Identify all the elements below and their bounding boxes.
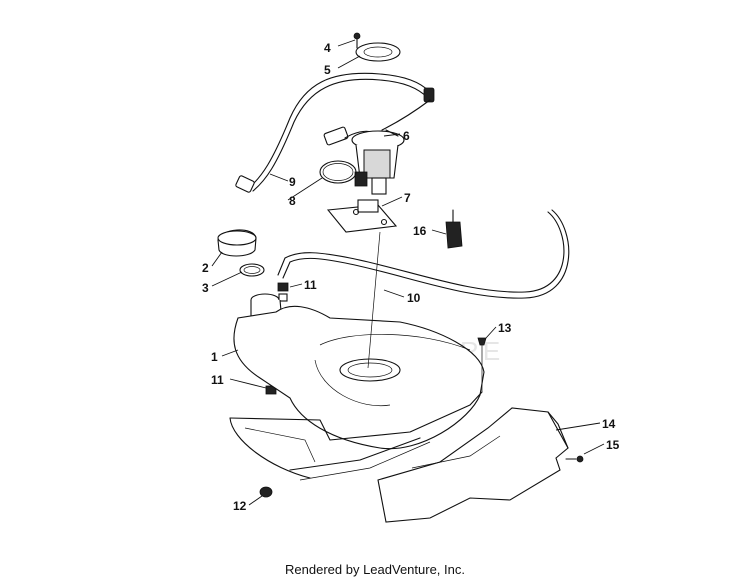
part-4-screw[interactable] — [353, 32, 361, 49]
part-11-clip-lower[interactable] — [265, 385, 277, 395]
assembly-guide-line — [367, 231, 381, 369]
callout-1: 1 — [211, 350, 218, 364]
callout-14: 14 — [602, 417, 616, 431]
callout-15: 15 — [606, 438, 620, 452]
part-2-filler-cap[interactable] — [217, 229, 257, 257]
callout-4: 4 — [324, 41, 331, 55]
callout-2: 2 — [202, 261, 209, 275]
part-13-bolt[interactable] — [477, 337, 487, 392]
part-10-hose[interactable] — [277, 209, 570, 299]
part-1-fuel-tank[interactable] — [229, 293, 485, 481]
part-6-fuel-pump[interactable] — [323, 99, 431, 195]
part-8-o-ring[interactable] — [319, 160, 357, 184]
part-5-gasket[interactable] — [355, 42, 401, 62]
part-3-cap-seal[interactable] — [239, 263, 265, 277]
callout-3: 3 — [202, 281, 209, 295]
callout-8: 8 — [289, 194, 296, 208]
footer-credit: Rendered by LeadVenture, Inc. — [285, 562, 465, 577]
part-12-grommet[interactable] — [259, 486, 273, 498]
callout-7: 7 — [404, 191, 411, 205]
callout-11-upper: 11 — [304, 278, 317, 292]
callout-12: 12 — [233, 499, 247, 513]
callout-11-lower: 11 — [211, 373, 224, 387]
part-9-vent-hose[interactable] — [235, 72, 435, 193]
part-15-screw[interactable] — [565, 455, 584, 463]
part-16-sensor[interactable] — [445, 209, 463, 249]
part-11-clip-upper[interactable] — [277, 282, 289, 302]
callout-13: 13 — [498, 321, 512, 335]
callout-6: 6 — [403, 129, 410, 143]
callout-10: 10 — [407, 291, 421, 305]
leader-lines — [211, 39, 605, 506]
callout-labels: 4 5 6 9 8 7 16 2 3 11 10 13 1 11 14 15 1… — [202, 41, 620, 513]
part-14-heat-shield[interactable] — [377, 407, 569, 523]
callout-9: 9 — [289, 175, 296, 189]
part-7-bracket[interactable] — [326, 199, 398, 233]
callout-16: 16 — [413, 224, 427, 238]
callout-5: 5 — [324, 63, 331, 77]
